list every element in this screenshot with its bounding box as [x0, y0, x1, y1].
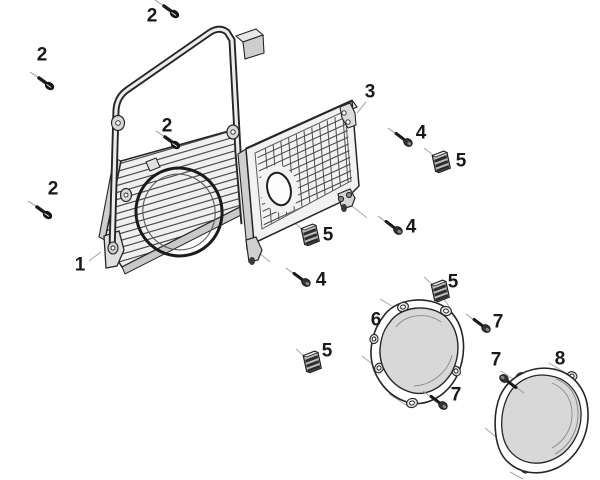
frame-top-tab: [234, 28, 265, 60]
screw-7-icon: [464, 312, 494, 336]
part-3-grid-panel: [237, 99, 360, 265]
frame-mount-lugs: [107, 114, 240, 255]
screw-2-icon: [26, 199, 56, 223]
screw-2-icon: [153, 0, 183, 22]
screw-2-icon: [28, 70, 58, 94]
clip-5-icon: [430, 278, 451, 303]
part-1-opening-seal-ring: [134, 166, 224, 258]
part-6-opening: [379, 307, 459, 395]
part-6-gasket-ring: [369, 299, 465, 409]
screw-4-icon: [376, 214, 406, 238]
screw-4-icon: [284, 266, 314, 290]
clip-5-icon: [431, 149, 452, 174]
clip-5-icon: [302, 349, 323, 374]
clip-5-icon: [300, 222, 321, 247]
frame-tube-center: [110, 27, 246, 253]
part-1-grille-frame-assembly: [98, 25, 265, 275]
part-3-feet: [245, 102, 357, 265]
screw-4-icon: [386, 126, 416, 150]
part-8-cover: [494, 367, 589, 474]
part-1-opening-inner-rim: [142, 173, 216, 251]
part-3-oval-hole: [266, 171, 292, 207]
